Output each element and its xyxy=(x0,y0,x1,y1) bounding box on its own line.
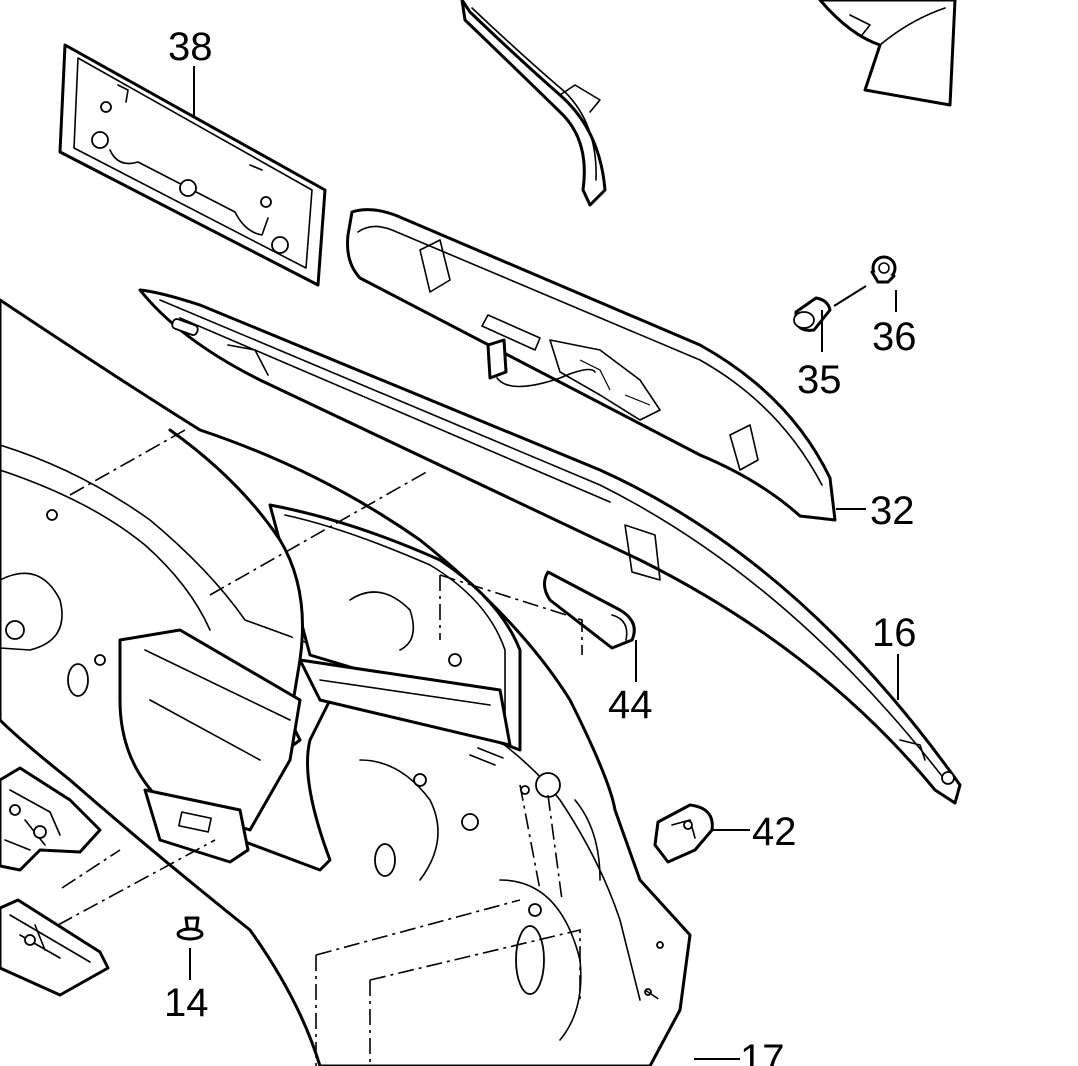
callout-38: 38 xyxy=(168,25,213,69)
bracket-clip-42 xyxy=(653,803,714,864)
upper-corner-cap xyxy=(818,0,957,107)
callout-32: 32 xyxy=(870,489,915,533)
callout-14: 14 xyxy=(164,981,209,1025)
leader-lines xyxy=(189,66,899,1060)
tailgate-handle-garnish xyxy=(346,208,837,522)
grommet-35 xyxy=(793,296,832,332)
upper-molding-strip xyxy=(138,288,962,805)
screw-14 xyxy=(176,916,204,941)
lower-handle-piece xyxy=(0,898,110,997)
upper-trim-bracket xyxy=(460,0,607,207)
tailgate-inner-panel xyxy=(0,298,692,1066)
screw-36 xyxy=(870,255,897,284)
callout-36: 36 xyxy=(872,315,917,359)
callout-44: 44 xyxy=(608,683,653,727)
callout-42: 42 xyxy=(752,810,797,854)
callout-16: 16 xyxy=(872,611,917,655)
assembly-lines xyxy=(57,429,661,1066)
license-plate-bracket xyxy=(58,43,327,287)
latch-assembly xyxy=(0,766,102,872)
callout-35: 35 xyxy=(797,358,842,402)
clip-44 xyxy=(543,570,636,650)
callout-17: 17 xyxy=(740,1037,785,1066)
callout-labels: 38 36 35 32 16 44 42 14 17 xyxy=(164,25,917,1066)
